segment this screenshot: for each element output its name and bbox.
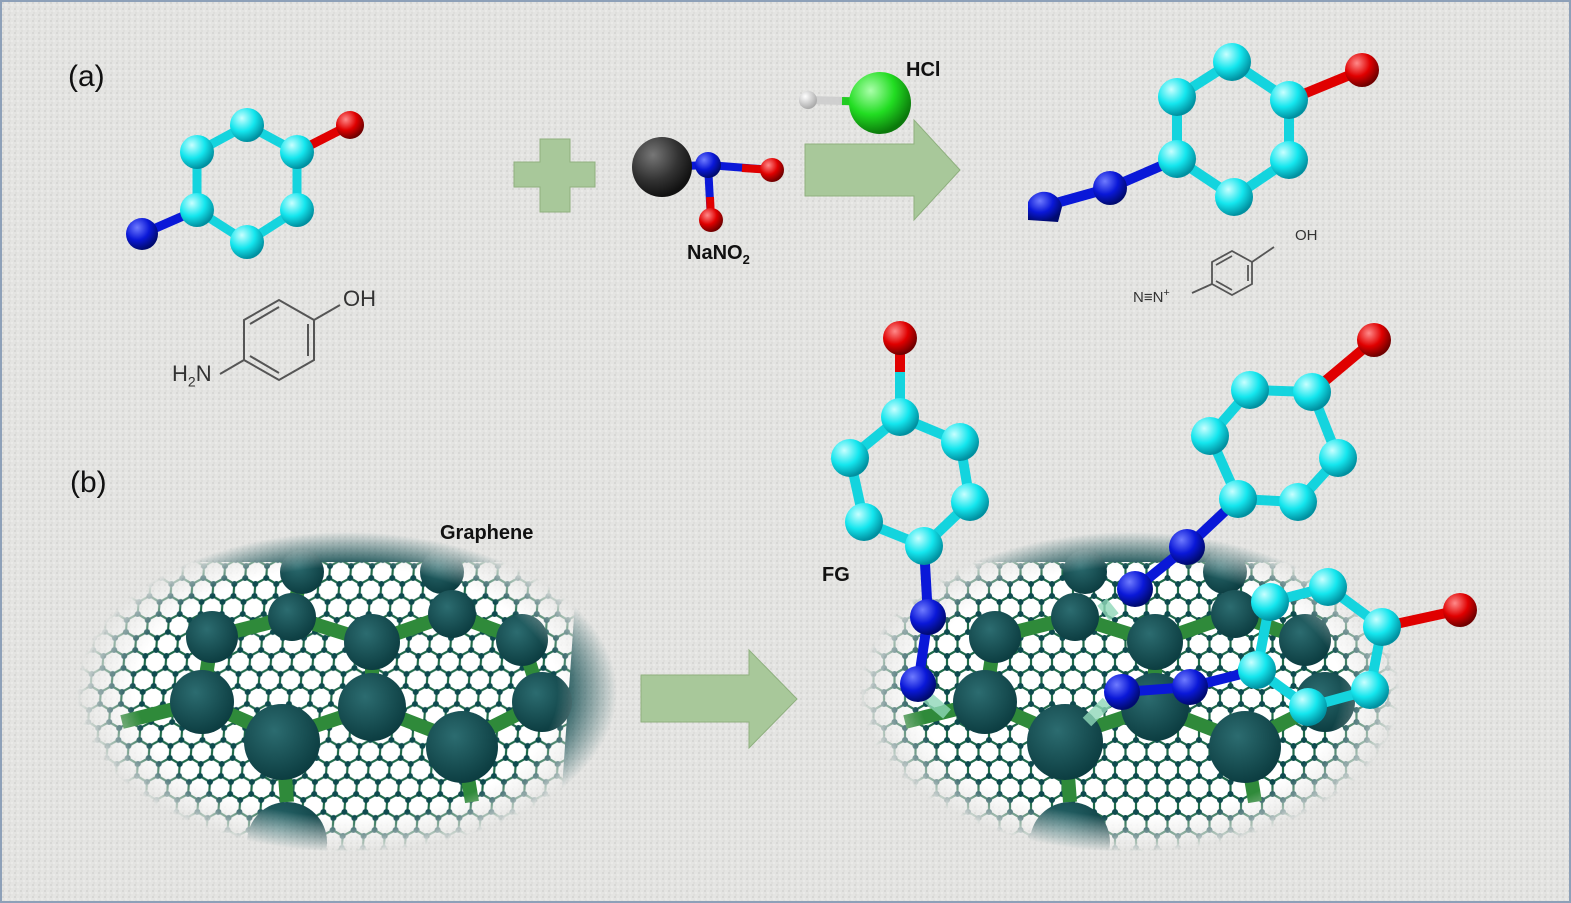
reaction-arrow-b (640, 648, 798, 750)
reaction-arrow-a (804, 118, 961, 222)
panel-label-a: (a) (68, 60, 105, 93)
diazonium-3d-model (1028, 43, 1379, 222)
functional-group-2 (1117, 323, 1391, 607)
aminophenol-nh2-label: H2N (172, 361, 212, 390)
fg-label: FG (822, 564, 850, 586)
diazonium-oh-label: OH (1295, 227, 1318, 244)
panel-label-b: (b) (70, 466, 107, 499)
functional-group-3 (1104, 568, 1477, 726)
graphene-label: Graphene (440, 522, 534, 544)
diazonium-2d-structure (1191, 246, 1275, 297)
diazonium-group-label: N≡N+ (1133, 287, 1170, 306)
nano2-label: NaNO2 (687, 242, 750, 267)
aminophenol-oh-label: OH (343, 286, 376, 311)
hcl-label: HCl (906, 59, 941, 81)
aminophenol-3d-model (126, 108, 364, 259)
hcl-model (799, 72, 911, 134)
aminophenol-2d-structure (219, 298, 341, 382)
plus-sign (513, 138, 596, 213)
nano2-model (632, 137, 784, 232)
functional-group-1 (831, 321, 989, 702)
graphene-sheet-left (16, 532, 617, 882)
